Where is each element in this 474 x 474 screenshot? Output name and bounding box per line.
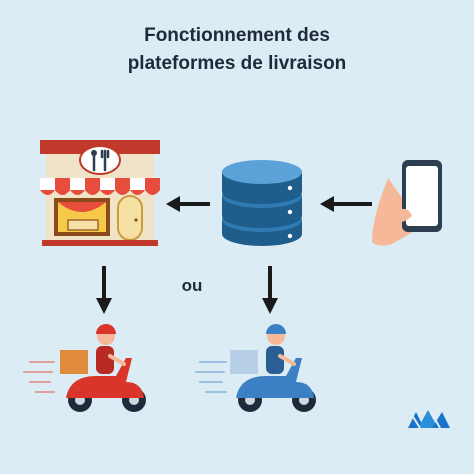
diagram-title: Fonctionnement des plateformes de livrai…	[0, 22, 474, 78]
title-line-2: plateformes de livraison	[127, 53, 347, 74]
phone-in-hand-icon	[372, 160, 442, 246]
courier-red-icon	[23, 324, 146, 412]
brand-logo-icon	[408, 409, 450, 429]
title-line-1: Fonctionnement des	[144, 25, 330, 46]
courier-blue-icon	[195, 324, 316, 412]
arrow-phone-to-database	[320, 196, 372, 212]
arrow-database-to-courier	[262, 266, 278, 314]
or-label: ou	[181, 276, 203, 295]
arrow-restaurant-to-courier	[96, 266, 112, 314]
restaurant-icon	[40, 140, 160, 246]
database-icon	[222, 160, 302, 246]
arrow-database-to-restaurant	[166, 196, 210, 212]
